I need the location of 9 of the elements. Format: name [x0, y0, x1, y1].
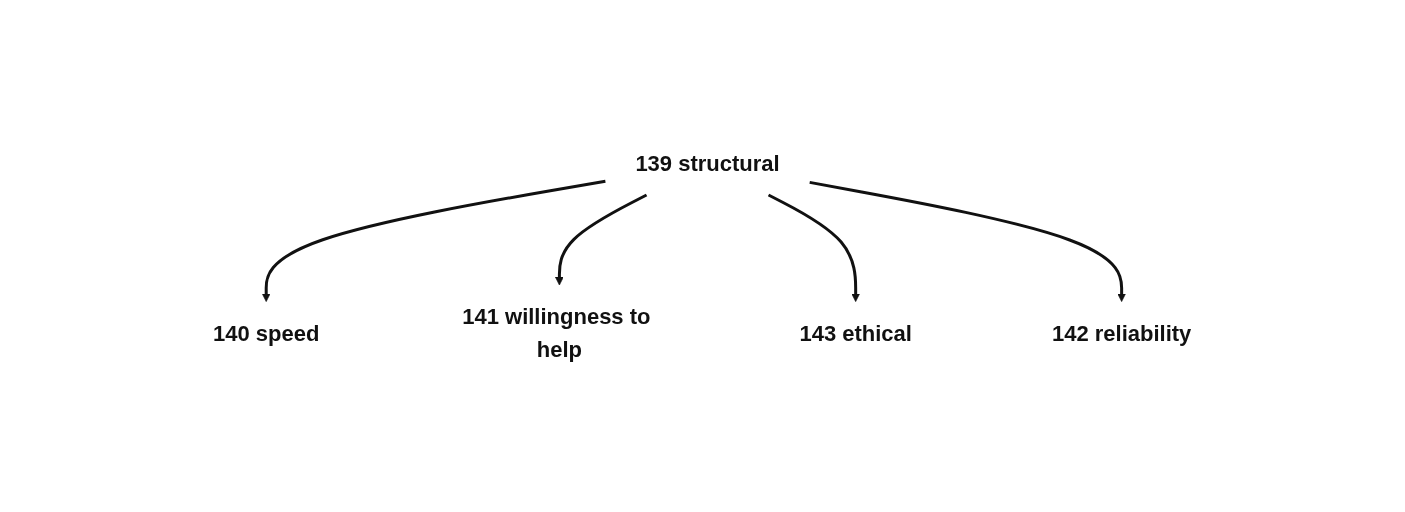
arrow: [555, 193, 648, 285]
node-text: 142 reliability: [1052, 320, 1192, 345]
arrow: [768, 193, 861, 302]
arrow: [809, 180, 1127, 302]
arrow: [262, 179, 606, 302]
node-text: 141 willingness to help: [462, 303, 651, 362]
node-text: 143 ethical: [799, 320, 913, 345]
node-text: 139 structural: [635, 150, 781, 176]
node-text: 140 speed: [213, 320, 320, 345]
